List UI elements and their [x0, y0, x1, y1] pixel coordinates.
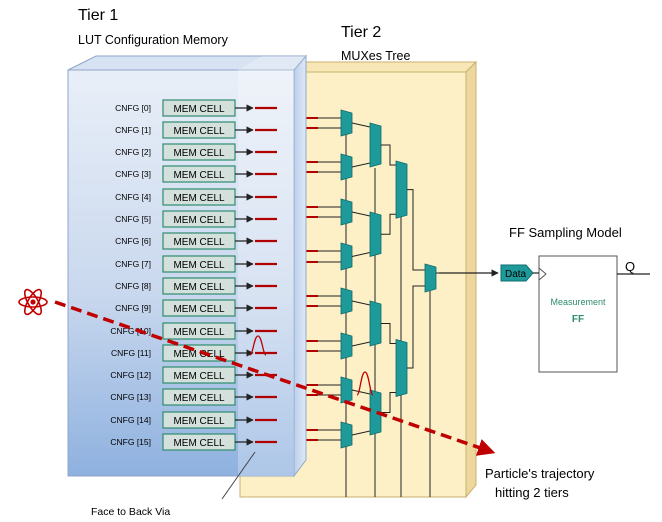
mux-link	[407, 285, 425, 369]
mux-link	[351, 211, 371, 217]
mux-level1	[340, 198, 353, 226]
mem-cell-label: MEM CELL	[173, 170, 225, 181]
config-label: CNFG [2]	[115, 147, 151, 157]
config-label: CNFG [11]	[111, 348, 151, 358]
mux-level2	[369, 389, 382, 436]
mem-cell-label: MEM CELL	[173, 393, 225, 404]
mux-link	[407, 189, 425, 271]
memory-row: CNFG [7] MEM CELL	[115, 255, 277, 273]
mem-cell-label: MEM CELL	[173, 193, 225, 204]
mem-cell-label: MEM CELL	[173, 126, 225, 137]
mux-level2	[369, 211, 382, 258]
config-label: CNFG [7]	[115, 259, 151, 269]
tier1-title: Tier 1	[78, 7, 118, 24]
mux-level1	[340, 153, 353, 181]
via-label: Face to Back Via	[91, 506, 170, 518]
mux-level1	[340, 109, 353, 137]
mux-level2	[369, 300, 382, 347]
mem-cell-label: MEM CELL	[173, 371, 225, 382]
mux-link	[351, 341, 371, 347]
config-label: CNFG [5]	[115, 214, 151, 224]
ff-body-line2: FF	[572, 314, 584, 325]
data-input-label: Data	[505, 269, 527, 280]
memory-row: CNFG [2] MEM CELL	[115, 143, 277, 161]
mux-link	[351, 430, 371, 436]
config-label: CNFG [3]	[115, 169, 151, 179]
config-label: CNFG [14]	[110, 415, 151, 425]
memory-row: CNFG [8] MEM CELL	[115, 277, 277, 295]
tier2-subtitle: MUXes Tree	[341, 49, 411, 63]
config-label: CNFG [6]	[115, 236, 151, 246]
mux-tree	[305, 109, 439, 497]
mux-link	[351, 300, 371, 306]
mem-cell-label: MEM CELL	[173, 237, 225, 248]
data-input-tag: Data	[439, 264, 539, 282]
mux-link	[381, 323, 396, 344]
config-label: CNFG [4]	[115, 192, 151, 202]
mux-link	[351, 162, 371, 168]
memory-row: CNFG [6] MEM CELL	[115, 232, 277, 250]
config-label: CNFG [9]	[115, 303, 151, 313]
mux-level1	[340, 287, 353, 315]
particle-trajectory	[54, 300, 496, 456]
config-label: CNFG [8]	[115, 281, 151, 291]
mux-link	[351, 252, 371, 257]
config-label: CNFG [12]	[110, 370, 151, 380]
memory-row: CNFG [3] MEM CELL	[115, 165, 277, 183]
mem-cell-label: MEM CELL	[173, 327, 225, 338]
mux-link	[381, 213, 396, 235]
mem-cell-label: MEM CELL	[173, 304, 225, 315]
mux-link	[351, 122, 371, 128]
mux-level1	[340, 332, 353, 360]
mem-cell-label: MEM CELL	[173, 438, 225, 449]
memory-row: CNFG [13] MEM CELL	[110, 388, 277, 406]
mem-cell-label: MEM CELL	[173, 282, 225, 293]
memory-row: CNFG [4] MEM CELL	[115, 188, 277, 206]
tier1-board	[67, 54, 308, 478]
mem-cell-label: MEM CELL	[173, 260, 225, 271]
mux-level3	[395, 338, 408, 398]
memory-row: CNFG [1] MEM CELL	[115, 121, 277, 139]
mux-link	[381, 392, 396, 413]
mux-link	[381, 144, 396, 166]
ff-title: FF Sampling Model	[509, 225, 622, 240]
mem-cell-label: MEM CELL	[173, 416, 225, 427]
trajectory-label-line2: hitting 2 tiers	[495, 485, 569, 500]
config-label: CNFG [1]	[115, 125, 151, 135]
config-label: CNFG [0]	[115, 103, 151, 113]
mux-level1	[340, 421, 353, 449]
atom-icon	[18, 288, 48, 316]
mux-level3	[395, 160, 408, 219]
mux-level2	[369, 122, 382, 168]
glitch-pulse-tier2	[356, 371, 374, 396]
config-label: CNFG [15]	[110, 437, 151, 447]
ff-output-label: Q	[625, 259, 635, 274]
mux-link	[351, 389, 371, 395]
trajectory-label-line1: Particle's trajectory	[485, 466, 595, 481]
mem-cell-label: MEM CELL	[173, 148, 225, 159]
memory-row: CNFG [14] MEM CELL	[110, 411, 277, 429]
memory-row: CNFG [10] MEM CELL	[110, 322, 277, 340]
mem-cell-label: MEM CELL	[173, 215, 225, 226]
mux-level1	[340, 376, 353, 404]
mem-cell-label: MEM CELL	[173, 349, 225, 360]
config-label: CNFG [13]	[110, 392, 151, 402]
mux-final	[424, 263, 437, 293]
config-label: CNFG [10]	[110, 326, 151, 336]
ff-body-line1: Measurement	[550, 297, 606, 307]
tier1-subtitle: LUT Configuration Memory	[78, 33, 229, 47]
memory-row: CNFG [0] MEM CELL	[115, 99, 277, 117]
mux-level1	[340, 242, 353, 271]
via-callout-line	[221, 451, 256, 500]
memory-row: CNFG [15] MEM CELL	[110, 433, 277, 451]
tier2-title: Tier 2	[341, 24, 381, 41]
memory-row: CNFG [9] MEM CELL	[115, 299, 277, 317]
memory-row: CNFG [5] MEM CELL	[115, 210, 277, 228]
glitch-pulse-tier1	[249, 335, 267, 356]
flipflop: Q Measurement FF	[538, 255, 650, 373]
mem-cell-label: MEM CELL	[173, 104, 225, 115]
